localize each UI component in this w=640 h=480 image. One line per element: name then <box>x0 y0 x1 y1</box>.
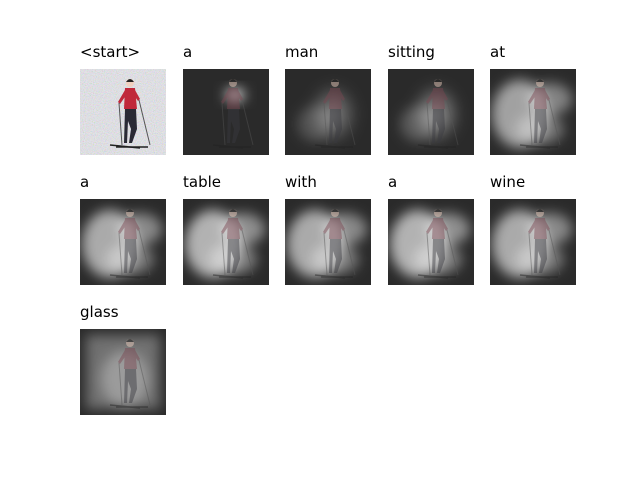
attention-map <box>80 329 166 415</box>
attention-map <box>388 199 474 285</box>
word-label: <start> <box>80 43 141 61</box>
word-label: a <box>388 173 398 191</box>
attention-map <box>490 69 576 155</box>
attention-map <box>388 69 474 155</box>
word-label: sitting <box>388 43 435 61</box>
attention-map <box>285 69 371 155</box>
word-label: glass <box>80 303 119 321</box>
word-label: at <box>490 43 506 61</box>
word-label: with <box>285 173 317 191</box>
word-label: a <box>80 173 90 191</box>
word-label: table <box>183 173 221 191</box>
attention-map <box>183 199 269 285</box>
word-label: a <box>183 43 193 61</box>
attention-map <box>80 199 166 285</box>
word-label: wine <box>490 173 526 191</box>
attention-map <box>285 199 371 285</box>
word-label: man <box>285 43 319 61</box>
attention-map <box>80 69 166 155</box>
attention-map <box>490 199 576 285</box>
attention-map <box>183 69 269 155</box>
